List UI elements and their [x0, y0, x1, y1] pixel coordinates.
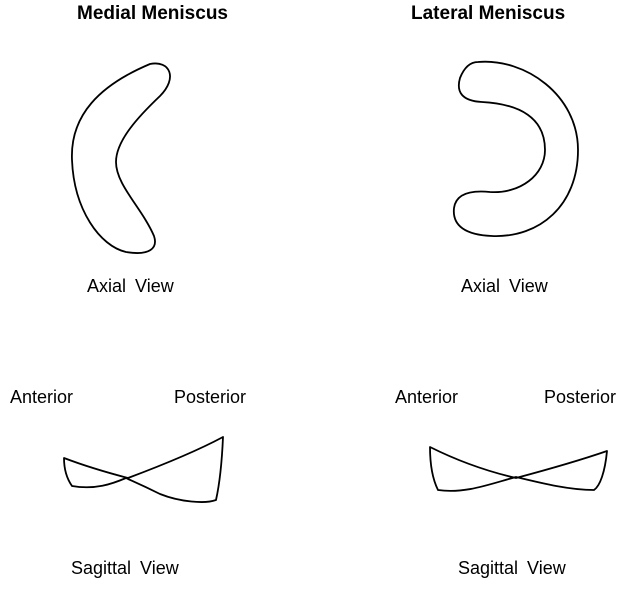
medial-meniscus-title: Medial Meniscus — [77, 3, 228, 24]
medial-posterior-label: Posterior — [174, 387, 247, 407]
lateral-meniscus-title: Lateral Meniscus — [411, 3, 566, 24]
medial-anterior-label: Anterior — [10, 387, 74, 407]
lateral-posterior-label: Posterior — [544, 387, 617, 407]
medial-sagittal-view-label: Sagittal View — [71, 558, 179, 578]
lateral-sagittal-view-label: Sagittal View — [458, 558, 566, 578]
lateral-anterior-label: Anterior — [395, 387, 459, 407]
medial-axial-view-label: Axial View — [87, 276, 174, 296]
lateral-axial-view-label: Axial View — [461, 276, 548, 296]
